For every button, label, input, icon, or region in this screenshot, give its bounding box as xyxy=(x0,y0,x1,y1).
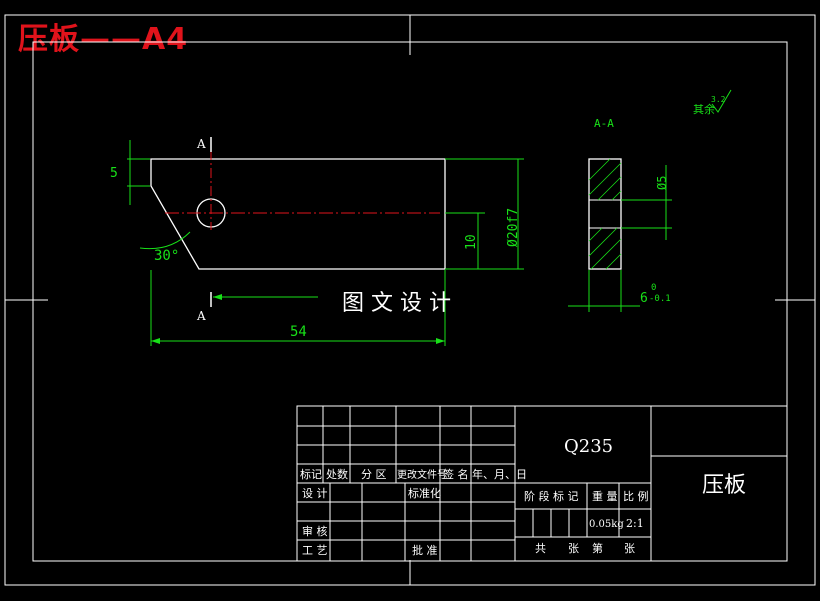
dim-angle-arc xyxy=(139,231,191,250)
row-review: 审 核 xyxy=(302,524,328,538)
dim-10-text: 10 xyxy=(464,234,479,250)
rev-header-mark: 标记 xyxy=(300,467,322,481)
part-name-text: 压板 xyxy=(702,473,746,498)
sheet-total: 共 xyxy=(535,542,546,555)
weight-label: 重 量 xyxy=(592,489,618,503)
sheet-unit-2: 张 xyxy=(624,542,635,555)
rev-header-sign: 签 名 xyxy=(443,467,469,481)
roughness-note: 其余 xyxy=(693,102,715,116)
section-label-bottom: A xyxy=(196,309,206,323)
dim-angle-text: 30° xyxy=(154,248,179,264)
sheet-current: 第 xyxy=(592,541,603,555)
rev-header-zone: 分 区 xyxy=(361,468,387,481)
view-arrow-head xyxy=(213,294,222,300)
material-text: Q235 xyxy=(564,436,613,457)
roughness-value: 3.2 xyxy=(711,95,726,104)
row-approve: 批 准 xyxy=(412,543,438,557)
section-label-top: A xyxy=(196,137,206,151)
row-standard: 标准化 xyxy=(408,486,441,500)
rev-header-file: 更改文件号 xyxy=(397,468,447,481)
watermark-text: 图 文 设 计 xyxy=(342,291,451,316)
scale-label: 比 例 xyxy=(623,489,649,503)
weight-value: 0.05kg xyxy=(589,519,624,530)
stage-mark-label: 阶 段 标 记 xyxy=(524,489,579,503)
rev-header-count: 处数 xyxy=(326,468,348,481)
section-view xyxy=(588,158,622,270)
dim-6-tol-lower: -0.1 xyxy=(649,294,671,304)
title-block-text: 标记 处数 分 区 更改文件号 签 名 年、月、日 设 计 标准化 审 核 工 … xyxy=(300,436,746,557)
row-process: 工 艺 xyxy=(302,544,328,557)
drawing-title: 压板——A4 xyxy=(18,22,189,57)
sheet-unit-1: 张 xyxy=(568,542,579,555)
row-design: 设 计 xyxy=(302,487,328,500)
title-block xyxy=(296,405,788,562)
dim-54-text: 54 xyxy=(290,324,307,340)
dim-phi5-text: Ø5 xyxy=(655,176,669,190)
dim-6-tol-upper: 0 xyxy=(651,283,656,293)
dim-54-arrow-left xyxy=(151,338,160,344)
dim-5-text: 5 xyxy=(110,166,118,181)
section-view-label: A-A xyxy=(594,117,614,130)
roughness-symbol xyxy=(711,89,732,113)
rev-header-date: 年、月、日 xyxy=(472,467,527,481)
part-outline-main xyxy=(150,158,446,270)
dim-54-arrow-right xyxy=(436,338,445,344)
scale-value: 2:1 xyxy=(626,517,644,530)
dim-20-text: Ø20f7 xyxy=(506,208,521,247)
dim-6-text: 6 xyxy=(640,291,648,306)
